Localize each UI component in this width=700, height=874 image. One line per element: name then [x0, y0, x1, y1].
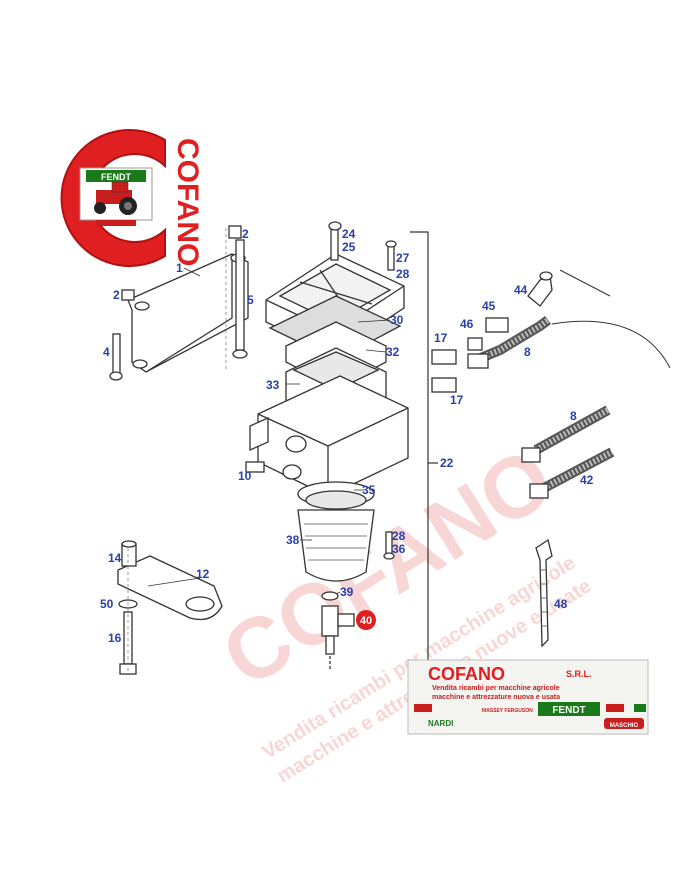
- banner-brand-fendt: FENDT: [552, 705, 585, 716]
- part-label-8-top: 8: [524, 345, 531, 359]
- banner-brand-nardi: NARDI: [428, 719, 453, 728]
- part-label-25: 25: [342, 240, 356, 254]
- support-plate: [117, 540, 223, 675]
- part-label-14: 14: [108, 551, 122, 565]
- part-label-16: 16: [108, 631, 122, 645]
- banner-title: COFANO: [428, 664, 505, 684]
- banner-suffix: S.R.L.: [566, 669, 592, 679]
- part-label-44: 44: [514, 283, 528, 297]
- part-label-30: 30: [390, 313, 404, 327]
- part-label-2-top: 2: [242, 227, 249, 241]
- logo-badge-text: FENDT: [101, 172, 131, 182]
- banner-subtitle-2: macchine e attrezzature nuova e usata: [432, 694, 560, 701]
- cofano-logo: FENDT COFANO: [60, 129, 204, 267]
- part-label-42: 42: [580, 473, 594, 487]
- leader-lines: [147, 267, 391, 595]
- part-label-39: 39: [340, 585, 354, 599]
- part-label-17-top: 17: [434, 331, 448, 345]
- dealer-banner: COFANO S.R.L. Vendita ricambi per macchi…: [407, 659, 649, 735]
- part-label-27: 27: [396, 251, 410, 265]
- part-label-2-left: 2: [113, 288, 120, 302]
- part-label-32: 32: [386, 345, 400, 359]
- part-number-labels: 1 2 2 4 5 24 25 27 28 30 32 33 10 35 38 …: [100, 227, 594, 645]
- logo-wordmark: COFANO: [171, 138, 204, 266]
- part-label-40-badge: 40: [356, 610, 376, 630]
- part-label-33: 33: [266, 378, 280, 392]
- part-label-17-bottom: 17: [450, 393, 464, 407]
- part-label-38: 38: [286, 533, 300, 547]
- fittings-and-hoses: [431, 269, 671, 648]
- part-label-40: 40: [360, 615, 372, 627]
- part-label-5: 5: [247, 293, 254, 307]
- part-label-1: 1: [176, 261, 183, 275]
- mounting-bracket: [109, 225, 249, 381]
- part-label-22: 22: [440, 456, 454, 470]
- filter-head-assembly: [245, 221, 409, 670]
- part-label-8-right: 8: [570, 409, 577, 423]
- part-label-35: 35: [362, 483, 376, 497]
- part-label-46: 46: [460, 317, 474, 331]
- part-label-10: 10: [238, 469, 252, 483]
- part-label-36: 36: [392, 542, 406, 556]
- part-label-45: 45: [482, 299, 496, 313]
- part-label-48: 48: [554, 597, 568, 611]
- part-label-4: 4: [103, 345, 110, 359]
- part-label-24: 24: [342, 227, 356, 241]
- part-label-28-top: 28: [396, 267, 410, 281]
- part-label-28-bottom: 28: [392, 529, 406, 543]
- banner-brand-maschio: MASCHIO: [610, 723, 639, 729]
- banner-brand-mf: MASSEY FERGUSON: [482, 708, 533, 714]
- part-label-50: 50: [100, 597, 114, 611]
- part-label-12: 12: [196, 567, 210, 581]
- banner-subtitle-1: Vendita ricambi per macchine agricole: [432, 685, 560, 692]
